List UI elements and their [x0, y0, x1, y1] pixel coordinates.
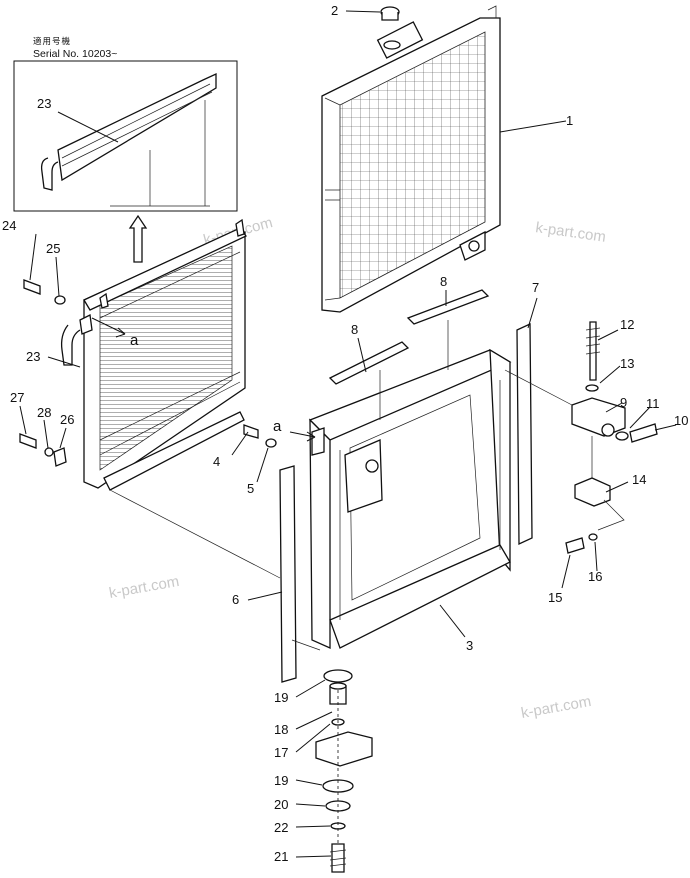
- bracket-14: [574, 477, 611, 507]
- callout-12: 12: [620, 317, 634, 332]
- callout-9: 9: [620, 395, 627, 410]
- seal-strip-8-upper: [406, 289, 490, 325]
- callout-4: 4: [213, 454, 220, 469]
- side-seal-7: [516, 322, 533, 546]
- callout-8-upper: 8: [440, 274, 447, 289]
- up-arrow-icon: [128, 214, 148, 263]
- washer-25: [54, 295, 66, 305]
- radiator-core: [321, 5, 501, 313]
- callout-18: 18: [274, 722, 288, 737]
- side-seal-6: [279, 465, 297, 683]
- inset-callout: 23: [37, 96, 51, 111]
- watermark: k-part.com: [520, 693, 593, 722]
- watermark: k-part.com: [534, 219, 607, 246]
- bolt-4: [243, 424, 259, 439]
- callout-2: 2: [331, 3, 338, 18]
- inset-upper-tank: [40, 72, 217, 207]
- callout-8-lower: 8: [351, 322, 358, 337]
- callout-21: 21: [274, 849, 288, 864]
- callout-25: 25: [46, 241, 60, 256]
- callout-11: 11: [646, 396, 660, 411]
- inset-title-jp: 適用号機: [33, 36, 71, 46]
- mount-plate: [315, 731, 373, 767]
- callout-22: 22: [274, 820, 288, 835]
- ref-a-aftercooler: a: [130, 332, 139, 349]
- bolt-24: [23, 279, 41, 295]
- bolt-10: [629, 423, 658, 443]
- callout-28: 28: [37, 405, 51, 420]
- callout-13: 13: [620, 356, 634, 371]
- plate-26: [53, 447, 67, 467]
- bracket-9: [571, 397, 626, 437]
- cushion-19-upper: [323, 669, 353, 683]
- callout-17: 17: [274, 745, 288, 760]
- callout-24: 24: [2, 218, 16, 233]
- callout-20: 20: [274, 797, 288, 812]
- callout-6: 6: [232, 592, 239, 607]
- callout-10: 10: [674, 413, 688, 428]
- bolt-27: [19, 433, 37, 449]
- bolt-12: [589, 321, 597, 381]
- callout-23: 23: [26, 349, 40, 364]
- frame-bracket: [344, 439, 383, 513]
- callout-3: 3: [466, 638, 473, 653]
- plate-11: [615, 431, 629, 441]
- callout-26: 26: [60, 412, 74, 427]
- callout-27: 27: [10, 390, 24, 405]
- washer-16: [588, 533, 598, 541]
- inset-serial: Serial No. 10203~: [33, 48, 117, 60]
- callout-15: 15: [548, 590, 562, 605]
- washer-28: [44, 447, 54, 457]
- washer-13: [585, 384, 599, 392]
- inset-frame: [13, 60, 238, 212]
- callout-leaders: [19, 10, 677, 858]
- callout-7: 7: [532, 280, 539, 295]
- watermark: k-part.com: [108, 573, 181, 602]
- ref-a-frame: a: [273, 418, 282, 435]
- aftercooler: [60, 218, 247, 489]
- callout-1: 1: [566, 113, 573, 128]
- bolt-21: [331, 843, 345, 873]
- radiator-frame: [308, 348, 512, 650]
- lower-seal-strip: [103, 411, 245, 491]
- callout-16: 16: [588, 569, 602, 584]
- washer-5: [265, 438, 277, 448]
- seal-strip-8-lower: [328, 341, 410, 385]
- callout-5: 5: [247, 481, 254, 496]
- serial-inset: 適用号機 Serial No. 10203~ 23: [13, 36, 238, 212]
- callout-14: 14: [632, 472, 646, 487]
- callout-19-upper: 19: [274, 690, 288, 705]
- callout-19-lower: 19: [274, 773, 288, 788]
- bolt-15: [565, 537, 585, 554]
- inset-elbow-hose: [40, 157, 59, 191]
